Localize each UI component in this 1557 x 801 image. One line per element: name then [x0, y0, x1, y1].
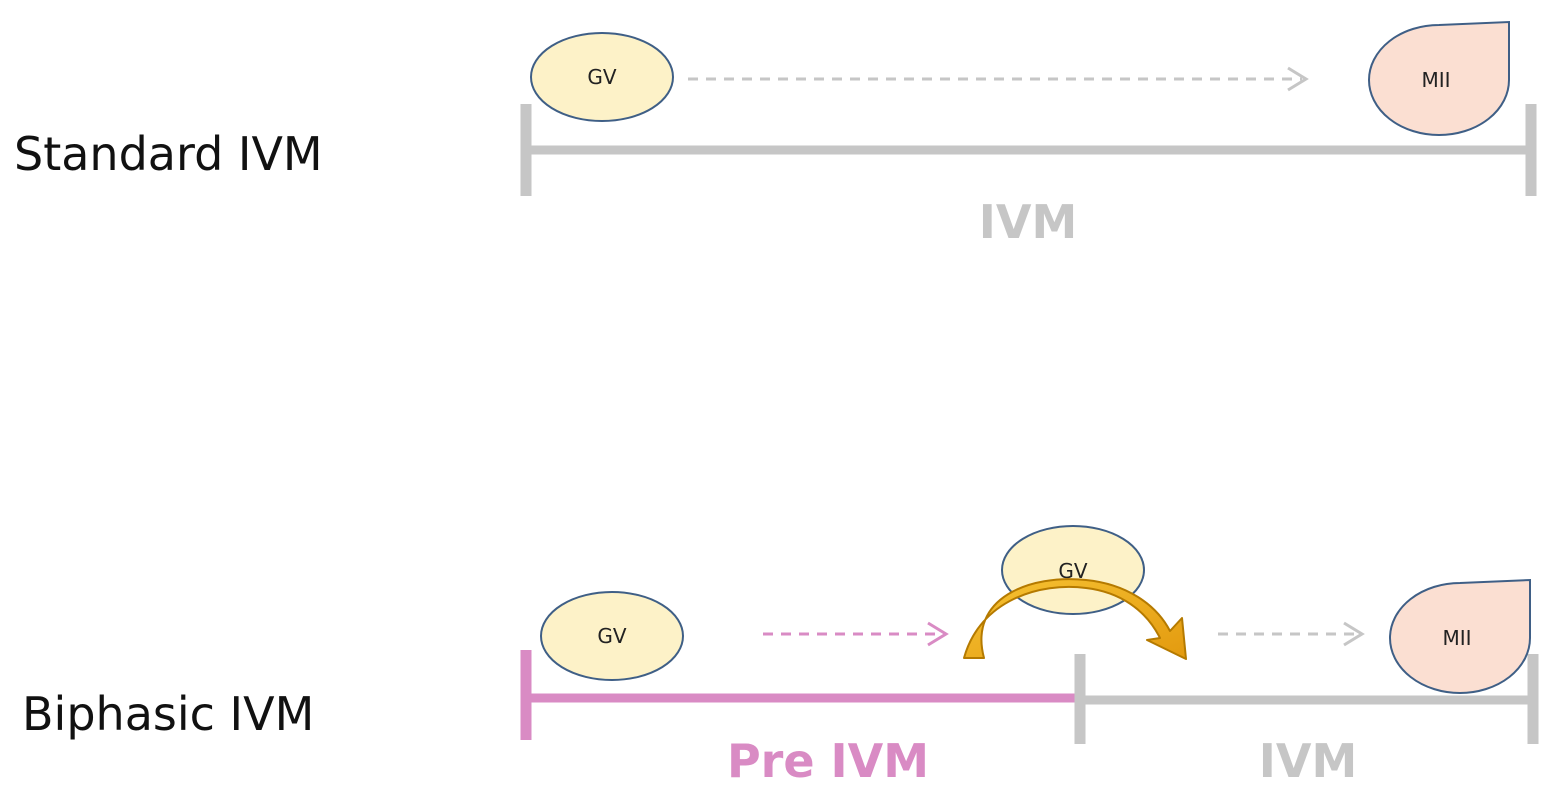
biphasic-ivm-phase-label: IVM — [1259, 734, 1358, 788]
biphasic-ivm-row: Biphasic IVM GV GV — [22, 525, 1539, 788]
standard-mii-node: MII — [1368, 20, 1510, 136]
biphasic-mii-label: MII — [1442, 626, 1471, 650]
biphasic-mii-node: MII — [1389, 578, 1531, 694]
biphasic-ivm-label: Biphasic IVM — [22, 687, 314, 741]
pre-ivm-timeline — [520, 650, 1076, 740]
ivm-progress-arrow — [1218, 621, 1365, 647]
standard-gv-label: GV — [587, 65, 616, 89]
standard-mii-label: MII — [1421, 68, 1450, 92]
biphasic-gv-transfer-node: GV — [1001, 525, 1145, 615]
standard-progress-arrow — [688, 66, 1309, 92]
transfer-arc-arrow — [963, 578, 1187, 660]
standard-ivm-row: Standard IVM GV MII IVM — [14, 20, 1537, 249]
biphasic-gv-start-label: GV — [597, 624, 626, 648]
standard-gv-node: GV — [530, 32, 674, 122]
standard-ivm-timeline — [520, 104, 1537, 196]
standard-ivm-label: Standard IVM — [14, 127, 323, 181]
standard-ivm-phase-label: IVM — [979, 195, 1078, 249]
biphasic-gv-start-node: GV — [540, 591, 684, 681]
pre-ivm-progress-arrow — [763, 621, 949, 647]
pre-ivm-phase-label: Pre IVM — [727, 734, 929, 788]
biphasic-ivm-timeline — [1074, 654, 1539, 744]
